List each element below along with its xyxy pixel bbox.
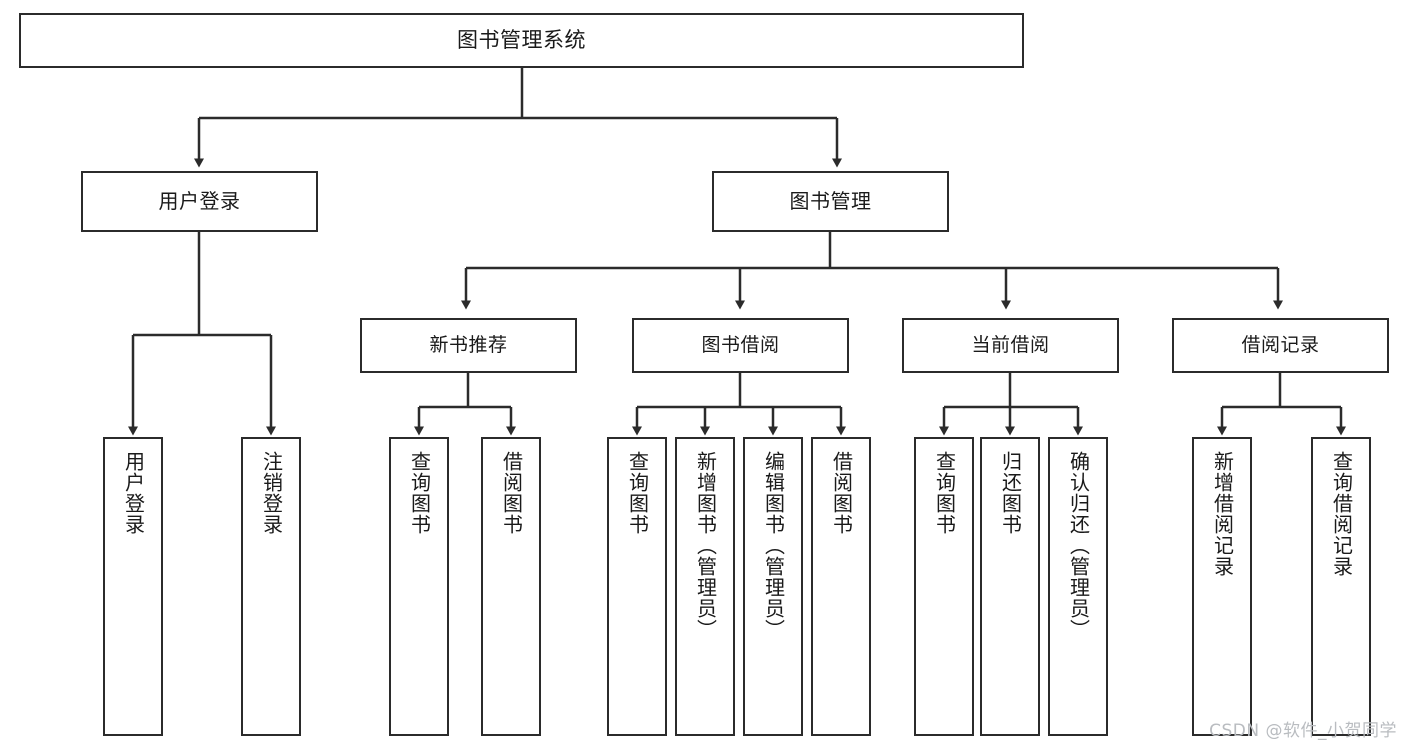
node-book-management[interactable]: 图书管理 [712, 171, 949, 232]
leaf-book-borrow-edit-book[interactable]: 编辑图书（管理员） [743, 437, 803, 736]
leaf-label: 归还图书 [998, 451, 1023, 535]
node-borrow-record[interactable]: 借阅记录 [1172, 318, 1389, 373]
leaf-book-borrow-query-book[interactable]: 查询图书 [607, 437, 667, 736]
leaf-label: 查询图书 [407, 451, 432, 535]
leaf-label: 确认归还（管理员） [1066, 451, 1091, 640]
leaf-new-book-query-book[interactable]: 查询图书 [389, 437, 449, 736]
leaf-book-borrow-borrow-book[interactable]: 借阅图书 [811, 437, 871, 736]
node-book-borrow-label: 图书借阅 [701, 334, 780, 357]
node-user-login[interactable]: 用户登录 [81, 171, 318, 232]
node-new-book-recommend[interactable]: 新书推荐 [360, 318, 577, 373]
leaf-label: 查询图书 [932, 451, 957, 535]
node-current-borrow[interactable]: 当前借阅 [902, 318, 1119, 373]
node-user-login-label: 用户登录 [158, 188, 241, 213]
node-borrow-record-label: 借阅记录 [1241, 334, 1320, 357]
leaf-label: 用户登录 [121, 451, 146, 535]
leaf-label: 借阅图书 [499, 451, 524, 535]
leaf-current-borrow-confirm-return[interactable]: 确认归还（管理员） [1048, 437, 1108, 736]
node-book-management-label: 图书管理 [789, 188, 872, 213]
leaf-label: 注销登录 [259, 451, 284, 535]
leaf-user-login-logout[interactable]: 注销登录 [241, 437, 301, 736]
node-book-borrow[interactable]: 图书借阅 [632, 318, 849, 373]
leaf-new-book-borrow-book[interactable]: 借阅图书 [481, 437, 541, 736]
node-root-system[interactable]: 图书管理系统 [19, 13, 1024, 68]
leaf-current-borrow-return-book[interactable]: 归还图书 [980, 437, 1040, 736]
node-root-label: 图书管理系统 [457, 28, 586, 53]
leaf-label: 借阅图书 [829, 451, 854, 535]
leaf-label: 新增借阅记录 [1210, 451, 1235, 577]
leaf-current-borrow-query-book[interactable]: 查询图书 [914, 437, 974, 736]
leaf-borrow-record-add-record[interactable]: 新增借阅记录 [1192, 437, 1252, 736]
leaf-label: 查询借阅记录 [1329, 451, 1354, 577]
leaf-book-borrow-add-book[interactable]: 新增图书（管理员） [675, 437, 735, 736]
leaf-label: 查询图书 [625, 451, 650, 535]
leaf-user-login-login[interactable]: 用户登录 [103, 437, 163, 736]
leaf-label: 编辑图书（管理员） [761, 451, 786, 640]
node-current-borrow-label: 当前借阅 [971, 334, 1050, 357]
leaf-borrow-record-query-record[interactable]: 查询借阅记录 [1311, 437, 1371, 736]
leaf-label: 新增图书（管理员） [693, 451, 718, 640]
node-new-book-recommend-label: 新书推荐 [429, 334, 508, 357]
